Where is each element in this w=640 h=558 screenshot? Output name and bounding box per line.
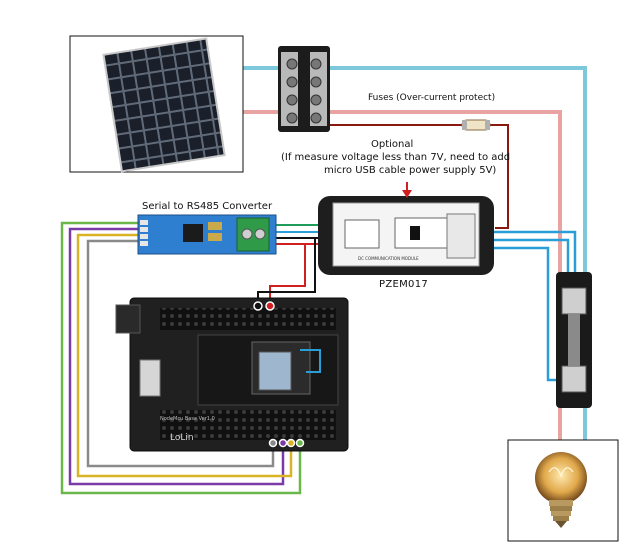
yellow-signal-wire (76, 233, 293, 478)
optional-note-line2: micro USB cable power supply 5V) (324, 165, 497, 176)
meter-face-text: DC COMMUNICATION MODULE (358, 256, 419, 261)
terminal-block-icon (278, 46, 330, 132)
shunt-icon (556, 272, 592, 408)
optional-title: Optional (371, 139, 414, 150)
fuse-icon (461, 119, 491, 131)
rs485-module-icon (137, 214, 277, 255)
green-signal-wire (60, 221, 302, 495)
board-name: LoLin (170, 433, 194, 443)
meter-voltage-wire (488, 124, 509, 229)
vcc-wire-to-board (269, 244, 306, 305)
solar-panel-icon (69, 35, 244, 173)
meter-label: PZEM017 (379, 279, 429, 290)
shunt-sense-wire-3 (490, 246, 558, 382)
shunt-sense-wire-1 (490, 230, 577, 290)
fuse-label: Fuses (Over-current protect) (368, 93, 496, 103)
light-bulb-icon (507, 439, 619, 542)
pzem017-meter-icon: DC COMMUNICATION MODULE (318, 182, 494, 275)
converter-label: Serial to RS485 Converter (142, 201, 273, 212)
nodemcu-base-icon: LoLin NodeMcu Base Ver1.0 (115, 297, 349, 452)
optional-note-line1: (If measure voltage less than 7V, need t… (281, 152, 511, 163)
board-subtitle: NodeMcu Base Ver1.0 (160, 416, 215, 422)
purple-signal-wire (68, 227, 285, 486)
gray-signal-wire (86, 239, 275, 468)
